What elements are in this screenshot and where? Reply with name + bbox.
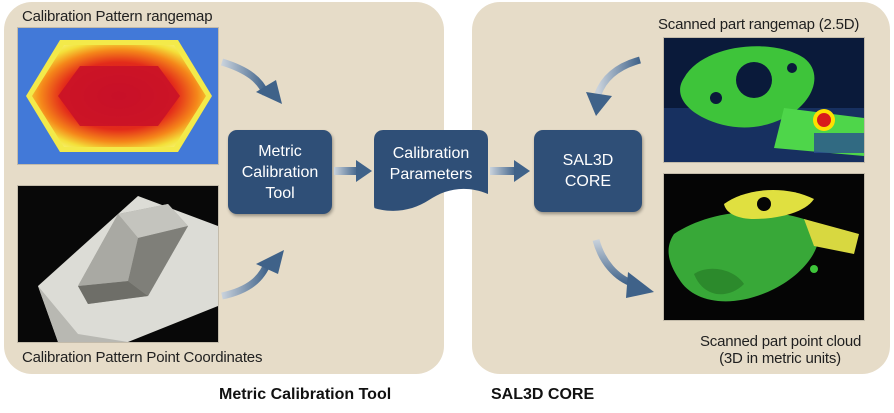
metric-calibration-tool-node: Metric Calibration Tool [228,130,332,214]
sal3d-core-node: SAL3D CORE [534,130,642,212]
scanned-point-cloud-image [664,174,864,320]
calibration-parameters-label: Calibration Parameters [389,145,473,183]
calibration-parameters-node: Calibration Parameters [374,130,488,214]
scanned-rangemap-caption: Scanned part rangemap (2.5D) [658,16,860,33]
scanned-cloud-caption-line2: (3D in metric units) [719,350,841,367]
sal3d-core-label: SAL3D CORE [562,152,614,190]
calibration-pattern-image [18,186,218,342]
sal3d-core-footer: SAL3D CORE [491,386,595,403]
scanned-cloud-caption-line1: Scanned part point cloud [700,333,862,350]
calibration-rangemap-caption: Calibration Pattern rangemap [22,8,213,25]
scanned-cloud-caption: Scanned part point cloud (3D in metric u… [700,333,862,367]
metric-calibration-tool-label: Metric Calibration Tool [241,142,319,202]
metric-calibration-footer: Metric Calibration Tool [219,386,392,403]
calibration-points-caption: Calibration Pattern Point Coordinates [22,349,263,366]
calibration-rangemap-image [18,28,218,164]
scanned-rangemap-image [664,38,864,162]
